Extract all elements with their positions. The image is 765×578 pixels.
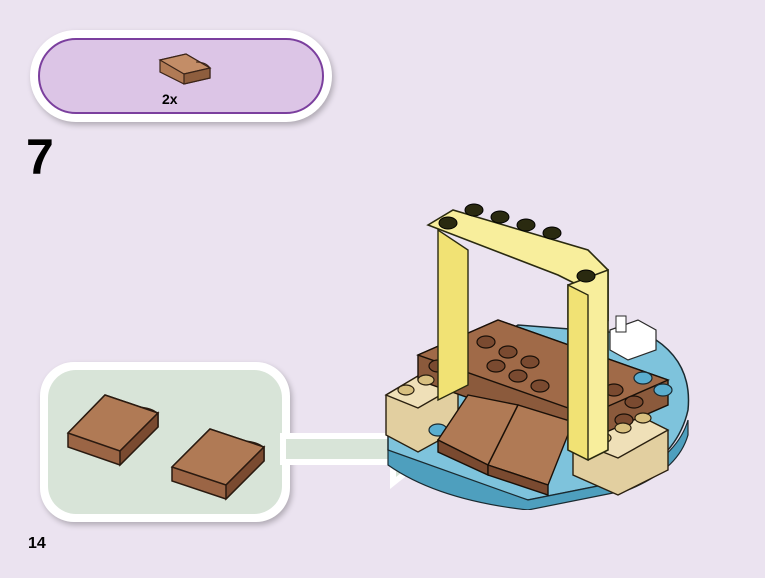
white-brick (609, 315, 657, 361)
subassembly-pieces (66, 394, 266, 501)
curved-slope-brick-icon (158, 53, 212, 85)
model-curved-slopes (436, 394, 574, 496)
curved-slope-brick-left (66, 394, 160, 467)
page-number: 14 (28, 535, 46, 552)
arch-studs (438, 203, 596, 283)
assembled-model (384, 203, 690, 510)
parts-list-callout: 2x (30, 30, 332, 122)
parts-list-panel: 2x (38, 38, 324, 114)
arch (426, 209, 609, 462)
part-quantity: 2x (162, 91, 178, 107)
curved-slope-brick-right (170, 428, 266, 501)
step-number: 7 (26, 129, 54, 185)
